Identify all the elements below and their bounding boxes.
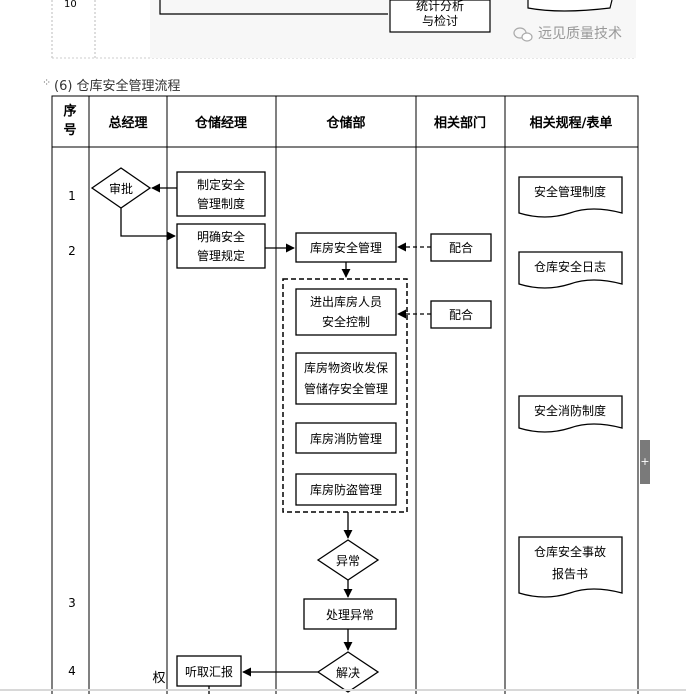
watermark: 远见质量技术 bbox=[538, 26, 622, 42]
prev-document-shape bbox=[527, 0, 613, 12]
fire-mgmt-label: 库房消防管理 bbox=[310, 431, 382, 446]
storage-label-1: 库房物资收发保 bbox=[304, 360, 388, 375]
safety-control-group bbox=[282, 278, 408, 513]
personnel-label-2: 安全控制 bbox=[322, 314, 370, 329]
resolve-decision bbox=[316, 651, 380, 693]
prev-connector bbox=[159, 0, 388, 15]
cut-off-label: 权 bbox=[152, 670, 165, 686]
storage-safety-box bbox=[295, 352, 397, 405]
doc-accident-label-2: 报告书 bbox=[552, 566, 588, 581]
previous-table-fragment: 10 统计分析 与检讨 远见质量技术 bbox=[0, 0, 686, 60]
handle-abnormal-box bbox=[303, 598, 397, 630]
prev-analysis-label-1: 统计分析 bbox=[416, 0, 464, 13]
doc-safety-log-label: 仓库安全日志 bbox=[534, 259, 606, 274]
storage-label-2: 管储存安全管理 bbox=[304, 381, 388, 396]
prev-analysis-label-2: 与检讨 bbox=[422, 13, 458, 28]
side-expand-tab[interactable]: + bbox=[640, 440, 650, 484]
listen-report-box bbox=[176, 655, 242, 687]
section-title: (6) 仓库安全管理流程 bbox=[54, 79, 181, 94]
doc-fire-system-label: 安全消防制度 bbox=[534, 403, 606, 418]
row-number-4: 4 bbox=[68, 664, 76, 678]
cooperate-box-1 bbox=[430, 233, 492, 262]
set-system-label-1: 制定安全 bbox=[197, 177, 245, 192]
clarify-rules-box bbox=[176, 223, 266, 269]
approve-label: 审批 bbox=[109, 181, 133, 196]
row-number-1: 1 bbox=[68, 189, 76, 203]
header-warehouse-manager: 仓储经理 bbox=[194, 115, 247, 131]
personnel-label-1: 进出库房人员 bbox=[310, 294, 382, 309]
resolve-label: 解决 bbox=[336, 666, 360, 680]
header-procedures: 相关规程/表单 bbox=[530, 115, 613, 131]
handle-abnormal-label: 处理异常 bbox=[326, 608, 374, 622]
clarify-label-1: 明确安全 bbox=[197, 229, 245, 244]
anchor-icon: ⁘ bbox=[42, 76, 52, 89]
theft-mgmt-label: 库房防盗管理 bbox=[310, 482, 382, 497]
cooperate-label-1: 配合 bbox=[449, 240, 473, 255]
row-number-2: 2 bbox=[68, 244, 76, 258]
doc-safety-system bbox=[518, 176, 623, 218]
doc-accident-report bbox=[518, 536, 623, 598]
set-system-label-2: 管理制度 bbox=[197, 196, 245, 211]
header-warehouse-dept: 仓储部 bbox=[325, 115, 365, 131]
arrow-approve-to-clarify bbox=[120, 208, 176, 241]
row-number-3: 3 bbox=[68, 596, 76, 610]
header-seq-2: 号 bbox=[63, 123, 76, 138]
abnormal-decision bbox=[316, 539, 380, 581]
abnormal-label: 异常 bbox=[336, 554, 360, 568]
connectors bbox=[120, 183, 431, 694]
wechat-icon bbox=[513, 27, 533, 42]
warehouse-safety-label: 库房安全管理 bbox=[310, 240, 382, 255]
prev-row-number: 10 bbox=[64, 0, 77, 10]
clarify-label-2: 管理规定 bbox=[197, 248, 245, 263]
previous-table-svg: 10 统计分析 与检讨 远见质量技术 bbox=[51, 0, 636, 59]
doc-safety-log bbox=[518, 251, 623, 289]
table-grid bbox=[51, 95, 639, 694]
doc-safety-system-label: 安全管理制度 bbox=[534, 184, 606, 199]
listen-report-label: 听取汇报 bbox=[185, 664, 233, 679]
bottom-divider bbox=[0, 689, 686, 691]
doc-accident-label-1: 仓库安全事故 bbox=[534, 544, 606, 559]
prev-analysis-box bbox=[389, 0, 491, 33]
doc-fire-system bbox=[518, 395, 623, 433]
header-general-manager: 总经理 bbox=[108, 115, 147, 131]
set-system-box bbox=[176, 171, 266, 217]
approve-decision bbox=[90, 167, 152, 209]
cooperate-label-2: 配合 bbox=[449, 307, 473, 322]
header-related-dept: 相关部门 bbox=[434, 115, 486, 131]
header-seq-1: 序 bbox=[63, 103, 76, 119]
fire-mgmt-box bbox=[295, 422, 397, 454]
theft-mgmt-box bbox=[295, 473, 397, 506]
personnel-control-box bbox=[295, 288, 397, 336]
